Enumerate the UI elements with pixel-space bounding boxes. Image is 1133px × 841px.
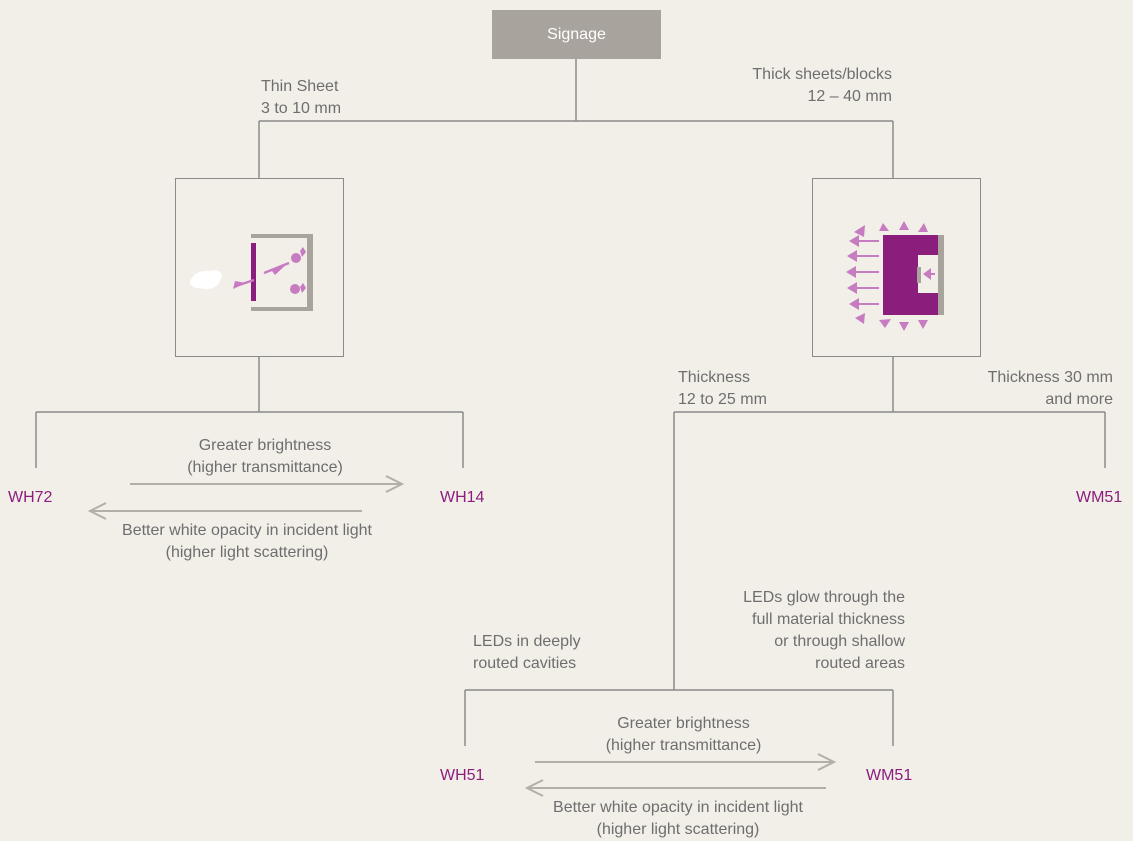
thickness-12-25-label: Thickness 12 to 25 mm	[678, 369, 767, 408]
bottom-forward-label: Greater brightness (higher transmittance…	[605, 715, 762, 754]
leds-glow-label: LEDs glow through the full material thic…	[743, 589, 905, 672]
thin-sheet-illustration	[175, 178, 344, 357]
thick-block-illustration	[812, 178, 981, 357]
thin-forward-label: Greater brightness (higher transmittance…	[187, 437, 343, 476]
product-wh72: WH72	[8, 489, 53, 506]
branch-thin-label: Thin Sheet 3 to 10 mm	[261, 78, 342, 117]
product-wh14: WH14	[440, 489, 485, 506]
thin-backward-label: Better white opacity in incident light (…	[122, 522, 372, 561]
leds-cavities-label: LEDs in deeply routed cavities	[473, 633, 581, 672]
branch-thick-label: Thick sheets/blocks 12 – 40 mm	[752, 66, 892, 105]
thickness-30-label: Thickness 30 mm and more	[987, 369, 1113, 408]
product-wm51-bottom: WM51	[866, 767, 913, 784]
product-wm51-top: WM51	[1076, 489, 1123, 506]
bottom-backward-label: Better white opacity in incident light (…	[553, 799, 803, 838]
light-cloud-icon	[190, 270, 222, 289]
product-wh51: WH51	[440, 767, 485, 784]
root-node: Signage	[492, 10, 661, 59]
root-label: Signage	[547, 25, 606, 43]
